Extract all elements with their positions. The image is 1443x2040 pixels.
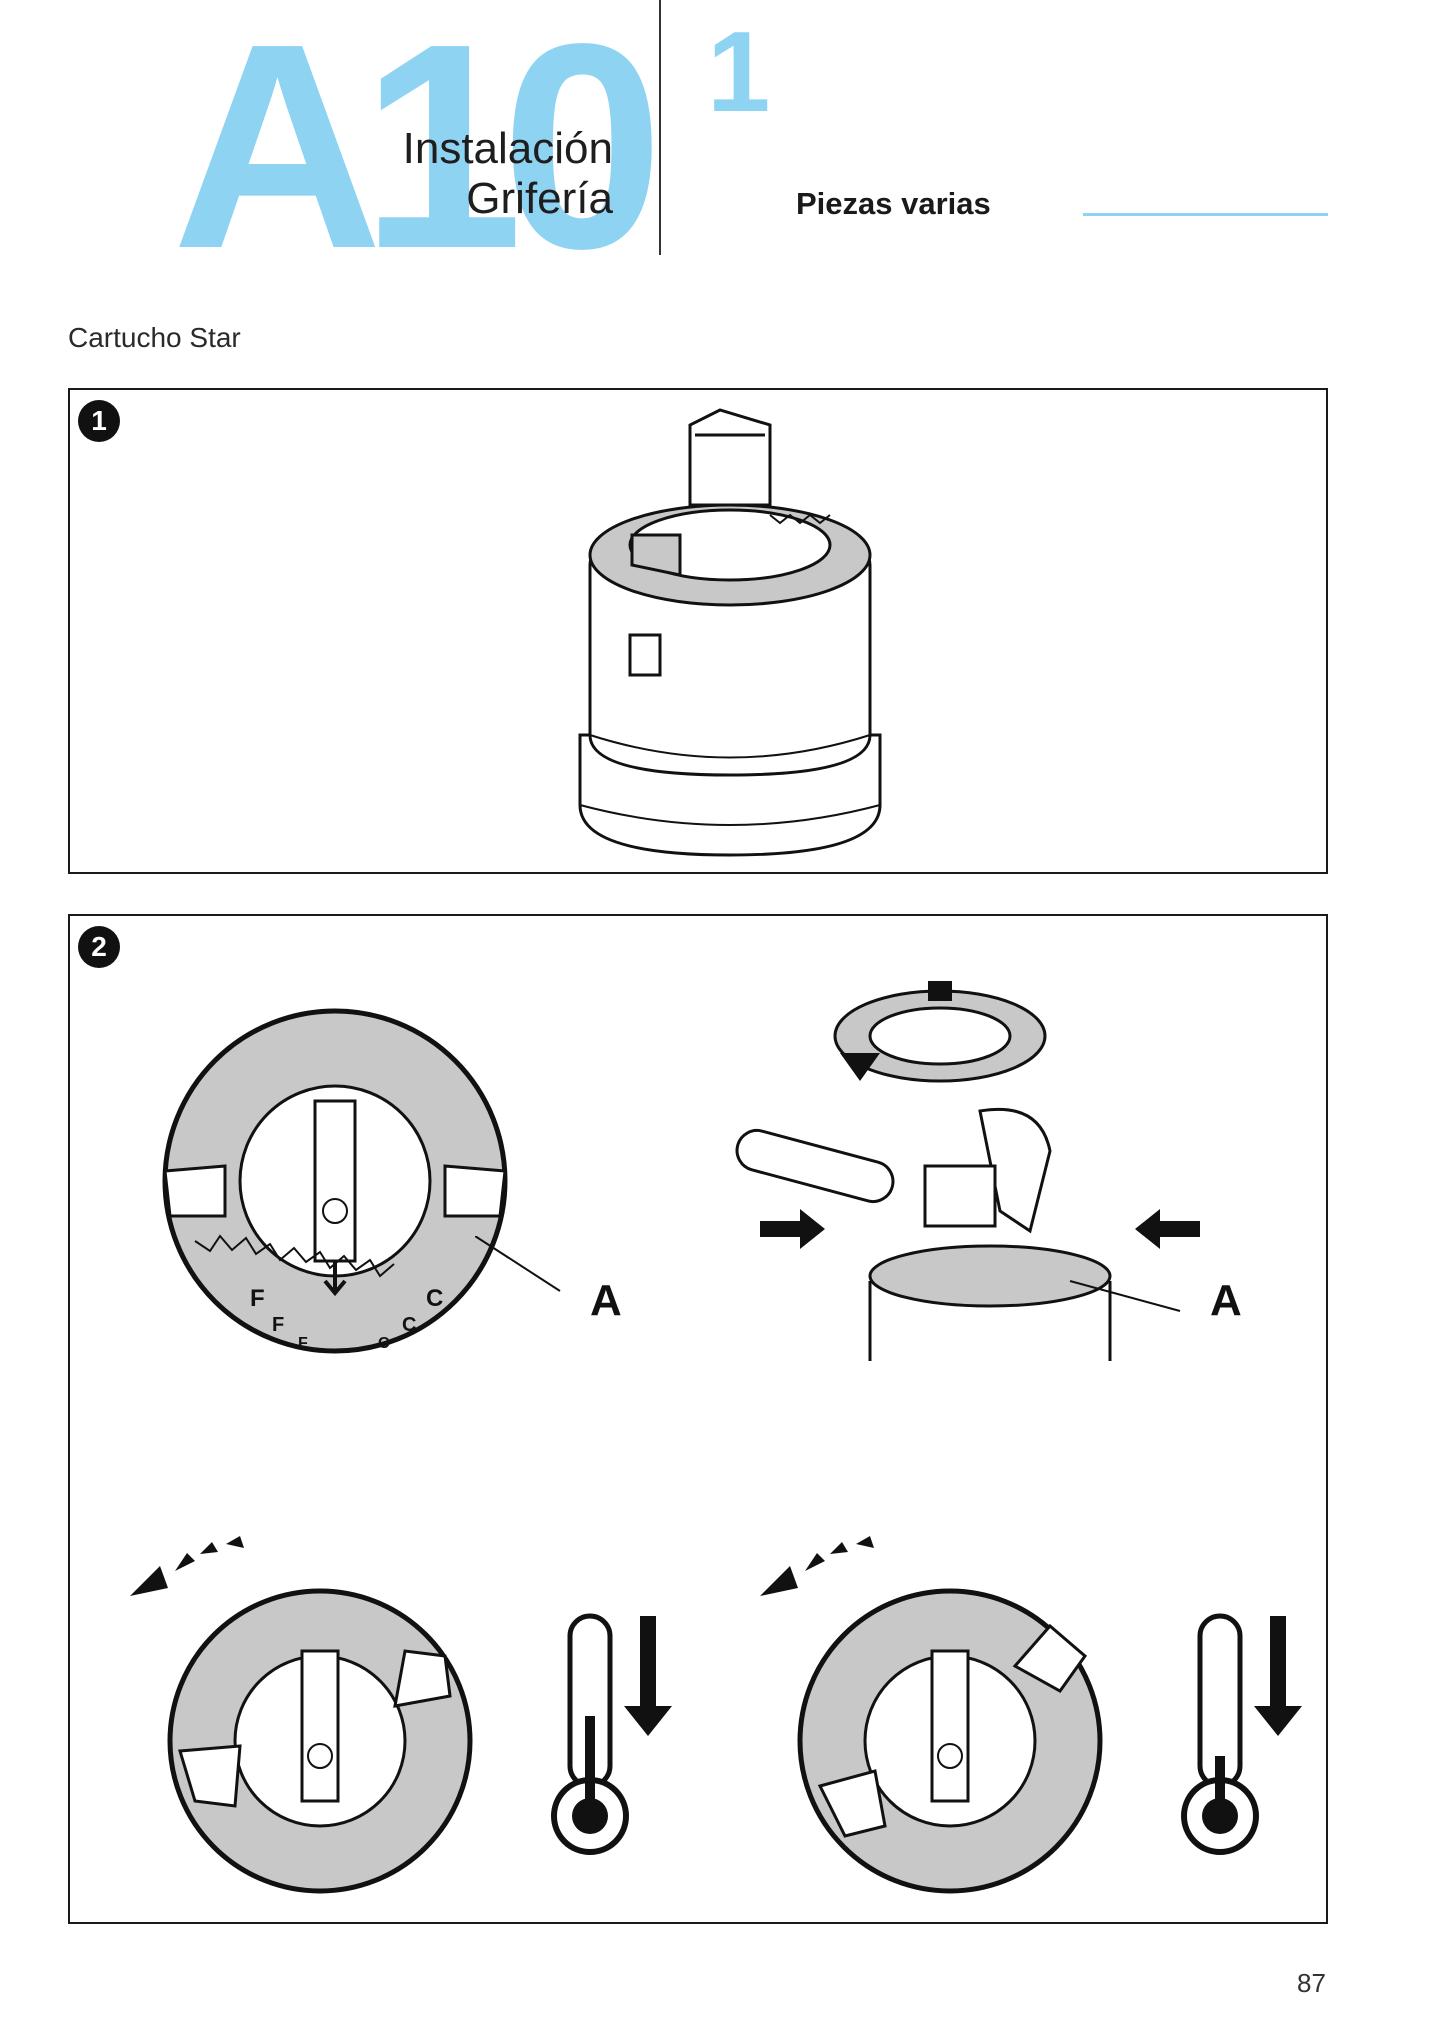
dial-neutral-illustration xyxy=(162,1008,508,1354)
callout-a-right: A xyxy=(1210,1276,1242,1325)
cold-letter-3: F xyxy=(298,1335,308,1352)
hot-letter-3: C xyxy=(426,1285,443,1312)
cold-letter-1: F xyxy=(250,1285,265,1312)
section-code: A10 xyxy=(172,0,664,309)
step-2-panel: 2 F F F C C C A xyxy=(68,914,1328,1924)
section-title-line2: Grifería xyxy=(466,174,613,223)
accent-rule xyxy=(1083,213,1328,216)
hot-letter-2: C xyxy=(402,1314,416,1336)
callout-line-left xyxy=(475,1236,561,1292)
cartridge-illustration xyxy=(578,408,882,857)
cold-letter-2: F xyxy=(272,1314,284,1336)
callout-a-left: A xyxy=(590,1276,622,1325)
dial-cold-max-illustration xyxy=(760,1536,1302,1894)
page-number: 87 xyxy=(1297,1968,1326,1998)
dial-cold-illustration xyxy=(130,1536,672,1894)
hot-letter-1: C xyxy=(378,1335,390,1352)
step-1-panel: 1 xyxy=(68,388,1328,874)
figure-caption: Cartucho Star xyxy=(68,322,241,353)
header-divider xyxy=(659,0,661,255)
section-title-line1: Instalación xyxy=(402,124,613,173)
step-2-badge: 2 xyxy=(78,926,120,968)
disassembly-illustration xyxy=(735,981,1200,1361)
step-1-badge: 1 xyxy=(78,400,120,442)
subsection-number: 1 xyxy=(707,9,771,136)
dial-neutral-letters: F F F C C C xyxy=(250,1285,443,1352)
subsection-title: Piezas varias xyxy=(796,186,991,221)
section-title: Instalación Grifería xyxy=(403,124,613,224)
